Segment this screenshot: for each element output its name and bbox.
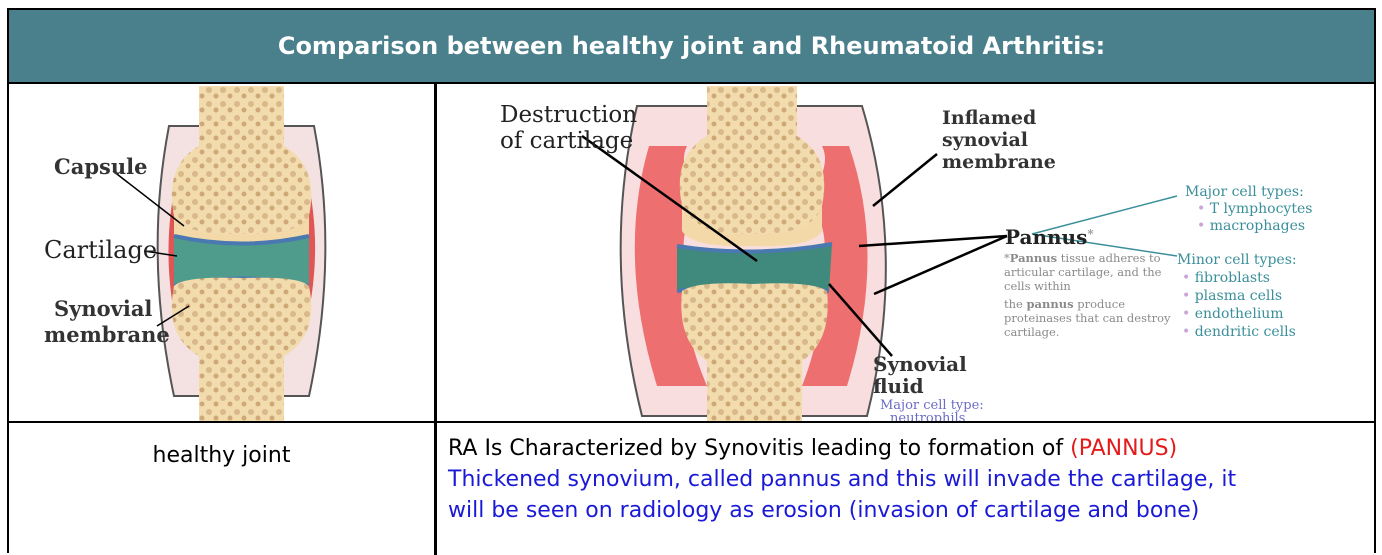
label-inflamed-line2: synovial [942,129,1028,151]
svg-text:• macrophages: • macrophages [1197,218,1305,234]
svg-text:• dendritic cells: • dendritic cells [1182,324,1296,340]
minor-cell-types: Minor cell types: • fibroblasts • plasma… [1177,252,1297,340]
svg-text:cells within: cells within [1004,279,1071,293]
svg-text:• T lymphocytes: • T lymphocytes [1197,201,1312,217]
table-header: Comparison between healthy joint and Rhe… [9,10,1374,84]
label-inflamed-line1: Inflamed [942,107,1036,129]
svg-text:• endothelium: • endothelium [1182,306,1284,322]
label-fluid-major-line2: neutrophils [890,411,965,421]
ra-joint-diagram: Destruction of cartilage Inflamed synovi… [437,86,1374,421]
label-pannus: Pannus* [1005,225,1094,249]
comparison-table: Comparison between healthy joint and Rhe… [7,8,1376,553]
svg-text:the pannus produce: the pannus produce [1004,297,1125,311]
label-destruction-line2: of cartilage [500,128,633,154]
label-capsule: Capsule [54,154,147,179]
svg-text:• plasma cells: • plasma cells [1182,288,1282,304]
column-divider [434,84,437,555]
svg-text:proteinases that can destroy: proteinases that can destroy [1004,311,1171,325]
label-synovial-fluid-line2: fluid [873,374,924,398]
svg-text:*Pannus tissue adheres to: *Pannus tissue adheres to [1004,251,1161,265]
svg-text:cartilage.: cartilage. [1004,325,1059,339]
svg-text:Major cell types:: Major cell types: [1185,184,1304,200]
svg-text:articular cartilage, and the: articular cartilage, and the [1004,265,1162,279]
svg-text:Minor cell types:: Minor cell types: [1177,252,1297,268]
label-synovial-fluid-line1: Synovial [873,352,967,376]
pannus-note: *Pannus tissue adheres to articular cart… [1004,251,1171,339]
caption-ra-blue-line1: Thickened synovium, called pannus and th… [448,464,1358,495]
caption-ra-blue-line2: will be seen on radiology as erosion (in… [448,495,1358,526]
caption-ra-pannus: (PANNUS) [1070,436,1177,461]
table-title: Comparison between healthy joint and Rhe… [278,32,1105,60]
major-cell-types: Major cell types: • T lymphocytes • macr… [1185,184,1312,234]
caption-ra-black: RA Is Characterized by Synovitis leading… [448,436,1070,461]
caption-ra: RA Is Characterized by Synovitis leading… [448,433,1358,526]
label-destruction-line1: Destruction [500,102,637,128]
healthy-joint-diagram: Capsule Cartilage Synovial membrane [9,86,434,421]
caption-healthy-joint: healthy joint [9,423,434,483]
ra-joint-illustration-cell: Destruction of cartilage Inflamed synovi… [437,86,1374,421]
label-inflamed-line3: membrane [942,151,1056,173]
label-synovial-line1: Synovial [54,296,152,321]
healthy-joint-illustration-cell: Capsule Cartilage Synovial membrane [9,86,434,421]
svg-text:• fibroblasts: • fibroblasts [1182,270,1270,286]
label-cartilage: Cartilage [44,236,157,264]
label-synovial-line2: membrane [44,322,170,347]
